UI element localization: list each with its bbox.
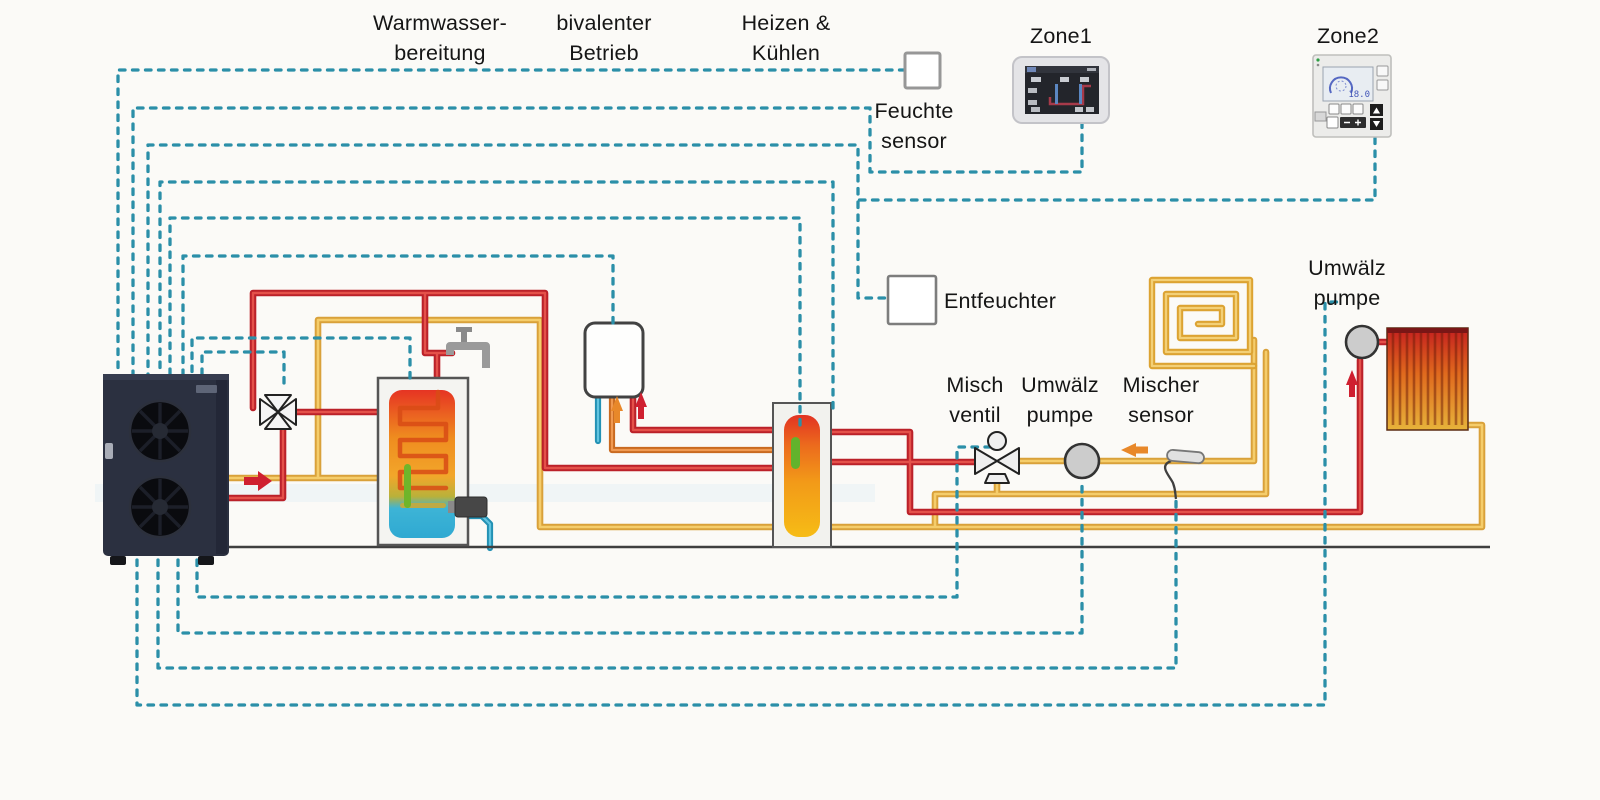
label-feuchte-line1: Feuchte bbox=[874, 99, 954, 123]
mixing-valve-icon bbox=[974, 431, 1020, 484]
hot-water-tank bbox=[376, 376, 488, 547]
control-line-feuchtesensor bbox=[116, 68, 907, 377]
label-umwaelzpumpe-right-line1: Umwälz bbox=[1308, 256, 1386, 280]
control-line-zone2 bbox=[146, 136, 1377, 377]
flow-arrow-right bbox=[244, 471, 272, 491]
label-entfeuchter: Entfeuchter bbox=[944, 286, 1114, 316]
label-umwaelzpumpe-mid-line2: pumpe bbox=[1026, 403, 1094, 427]
zone1-controller bbox=[1012, 56, 1110, 124]
floor-heating-coil bbox=[1152, 280, 1254, 366]
humidity-sensor-box bbox=[903, 51, 942, 90]
label-bivalenter-line1: bivalenter bbox=[556, 11, 652, 35]
control-line-dhw-sensor bbox=[190, 336, 412, 380]
flow-arrow-left-orange bbox=[1121, 443, 1148, 457]
fan-top bbox=[128, 399, 192, 463]
label-heizen-line2: Kühlen bbox=[751, 41, 821, 65]
label-umwaelzpumpe-right-line2: pumpe bbox=[1313, 286, 1381, 310]
tank-sensor-green bbox=[404, 464, 411, 508]
label-warmwasserbereitung: Warmwasser- bereitung bbox=[330, 8, 550, 68]
control-line-buffer-frame bbox=[158, 180, 835, 410]
radiator bbox=[1386, 327, 1469, 431]
label-bivalenter-betrieb: bivalenter Betrieb bbox=[514, 8, 694, 68]
background-band bbox=[95, 484, 875, 502]
zone2-lcd bbox=[1322, 66, 1374, 102]
label-entfeuchter-text: Entfeuchter bbox=[944, 289, 1057, 313]
circulation-pump-mid bbox=[1063, 442, 1101, 480]
buffer-tank bbox=[772, 402, 832, 548]
label-mischersensor-line1: Mischer bbox=[1122, 373, 1200, 397]
label-umwaelzpumpe-mid-line1: Umwälz bbox=[1021, 373, 1099, 397]
label-mischersensor-line2: sensor bbox=[1128, 403, 1194, 427]
label-mischersensor: Mischer sensor bbox=[1111, 370, 1211, 430]
flow-arrow-up-red bbox=[635, 392, 647, 419]
fan-bottom bbox=[128, 475, 192, 539]
mixer-sensor-icon bbox=[1163, 449, 1205, 500]
flow-arrows bbox=[244, 370, 1358, 491]
zone2-controller: 18.0 bbox=[1312, 54, 1392, 138]
buffer-sensor-green bbox=[791, 437, 800, 469]
label-zone1: Zone1 bbox=[1011, 21, 1111, 51]
label-warmwasser-line2: bereitung bbox=[394, 41, 486, 65]
label-feuchtesensor: Feuchte sensor bbox=[844, 96, 984, 156]
label-mischventil-line2: ventil bbox=[949, 403, 1001, 427]
zone1-screen-pipes bbox=[1048, 84, 1091, 106]
control-line-mixer-sensor bbox=[156, 496, 1178, 670]
label-mischventil: Misch ventil bbox=[929, 370, 1021, 430]
control-line-zone1 bbox=[131, 106, 1084, 377]
bivalent-boiler bbox=[583, 321, 645, 399]
zone2-minus-plus-buttons bbox=[1340, 117, 1366, 128]
label-zone2-text: Zone2 bbox=[1317, 24, 1379, 48]
tank-coil bbox=[397, 389, 449, 491]
flow-arrow-up-orange bbox=[611, 396, 623, 423]
label-feuchte-line2: sensor bbox=[881, 129, 947, 153]
label-zone2: Zone2 bbox=[1298, 21, 1398, 51]
label-mischventil-line1: Misch bbox=[946, 373, 1004, 397]
heating-element bbox=[454, 496, 488, 518]
control-line-boiler bbox=[181, 254, 615, 377]
label-zone1-text: Zone1 bbox=[1030, 24, 1092, 48]
circulation-pump-right bbox=[1344, 324, 1380, 360]
label-heizen-line1: Heizen & bbox=[741, 11, 831, 35]
label-umwaelzpumpe-mid: Umwälz pumpe bbox=[1010, 370, 1110, 430]
control-line-right-pump bbox=[135, 300, 1346, 707]
faucet-icon bbox=[446, 327, 490, 368]
radiator-fins bbox=[1391, 333, 1464, 425]
heat-pump-unit bbox=[103, 374, 229, 565]
label-bivalenter-line2: Betrieb bbox=[569, 41, 639, 65]
control-line-mixing-valve bbox=[195, 445, 994, 599]
label-heizen-kuehlen: Heizen & Kühlen bbox=[696, 8, 876, 68]
label-umwaelzpumpe-right: Umwälz pumpe bbox=[1295, 253, 1399, 313]
heat-pump-logo bbox=[196, 385, 217, 393]
zone2-temperature-readout: 18.0 bbox=[1348, 90, 1370, 100]
flow-arrow-up-right bbox=[1346, 370, 1358, 397]
dehumidifier-box bbox=[886, 274, 938, 326]
control-line-mid-pump bbox=[176, 478, 1084, 635]
label-warmwasser-line1: Warmwasser- bbox=[373, 11, 507, 35]
control-line-hp-valve bbox=[200, 350, 286, 385]
control-line-buffer-sensor bbox=[168, 216, 802, 427]
control-line-entfeuchter bbox=[856, 200, 890, 300]
hp-three-way-valve-icon bbox=[259, 394, 297, 430]
control-lines bbox=[116, 68, 1377, 707]
